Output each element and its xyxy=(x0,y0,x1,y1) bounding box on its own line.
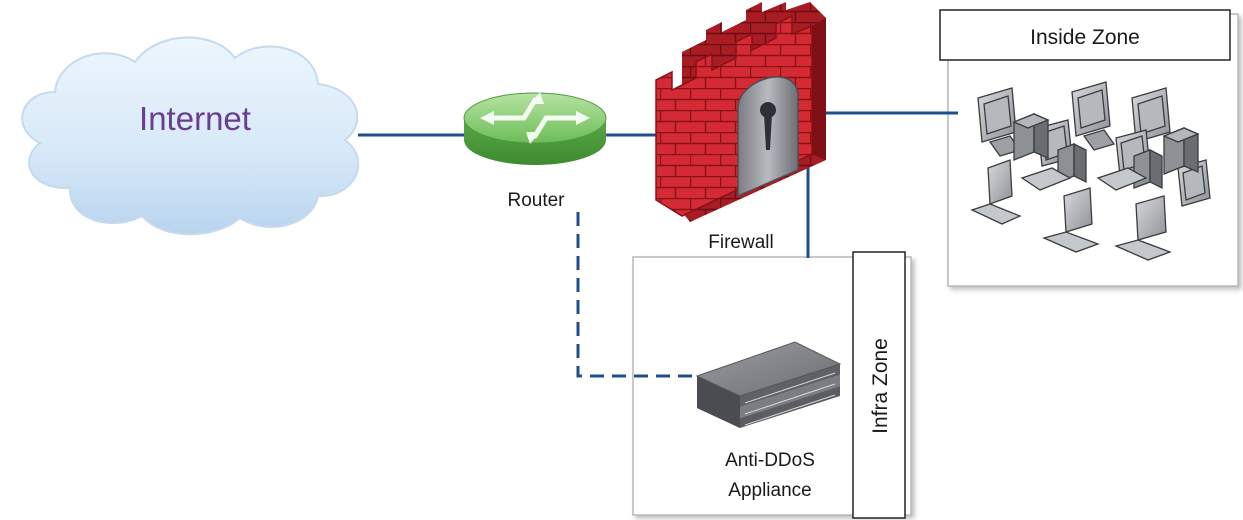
inside-zone-header xyxy=(939,9,1231,61)
firewall-label: Firewall xyxy=(708,232,773,253)
monitor-icon xyxy=(1131,87,1171,143)
computer-tower-icon xyxy=(1057,142,1087,184)
computer-tower-icon xyxy=(1133,148,1163,190)
anti-ddos-appliance-icon: Anti-DDoS Appliance xyxy=(695,341,842,501)
laptop-icon xyxy=(1114,195,1172,261)
anti-ddos-label-line1: Anti-DDoS xyxy=(725,450,815,471)
internet-label: Internet xyxy=(139,100,251,137)
router-icon: Router xyxy=(463,92,607,211)
inside-zone-label: Inside Zone xyxy=(1030,26,1140,49)
router-top xyxy=(463,92,607,144)
computer-tower-icon xyxy=(1012,113,1050,161)
appliance-top xyxy=(695,341,842,397)
keyboard-icon xyxy=(1096,167,1148,191)
monitor-icon xyxy=(1071,81,1116,151)
router-arrowheads xyxy=(480,92,590,144)
router-label: Router xyxy=(507,190,565,211)
links xyxy=(358,111,958,378)
inside-zone-computers xyxy=(970,81,1211,261)
computer-tower-icon xyxy=(1162,127,1200,175)
firewall-side xyxy=(812,18,826,160)
link-router-anti-ddos-dashed xyxy=(576,212,700,378)
infra-zone-label: Infra Zone xyxy=(869,338,892,434)
firewall-icon: Firewall xyxy=(655,2,826,253)
internet-cloud: Internet xyxy=(21,36,360,236)
keyboard-icon xyxy=(1020,167,1072,191)
laptop-icon xyxy=(1042,187,1100,253)
anti-ddos-label-line2: Appliance xyxy=(728,480,811,501)
infra-zone-header xyxy=(852,251,906,519)
cloud-shape xyxy=(21,36,360,236)
laptop-icon xyxy=(970,159,1022,225)
appliance-front xyxy=(697,376,740,428)
monitor-icon xyxy=(1177,159,1211,207)
